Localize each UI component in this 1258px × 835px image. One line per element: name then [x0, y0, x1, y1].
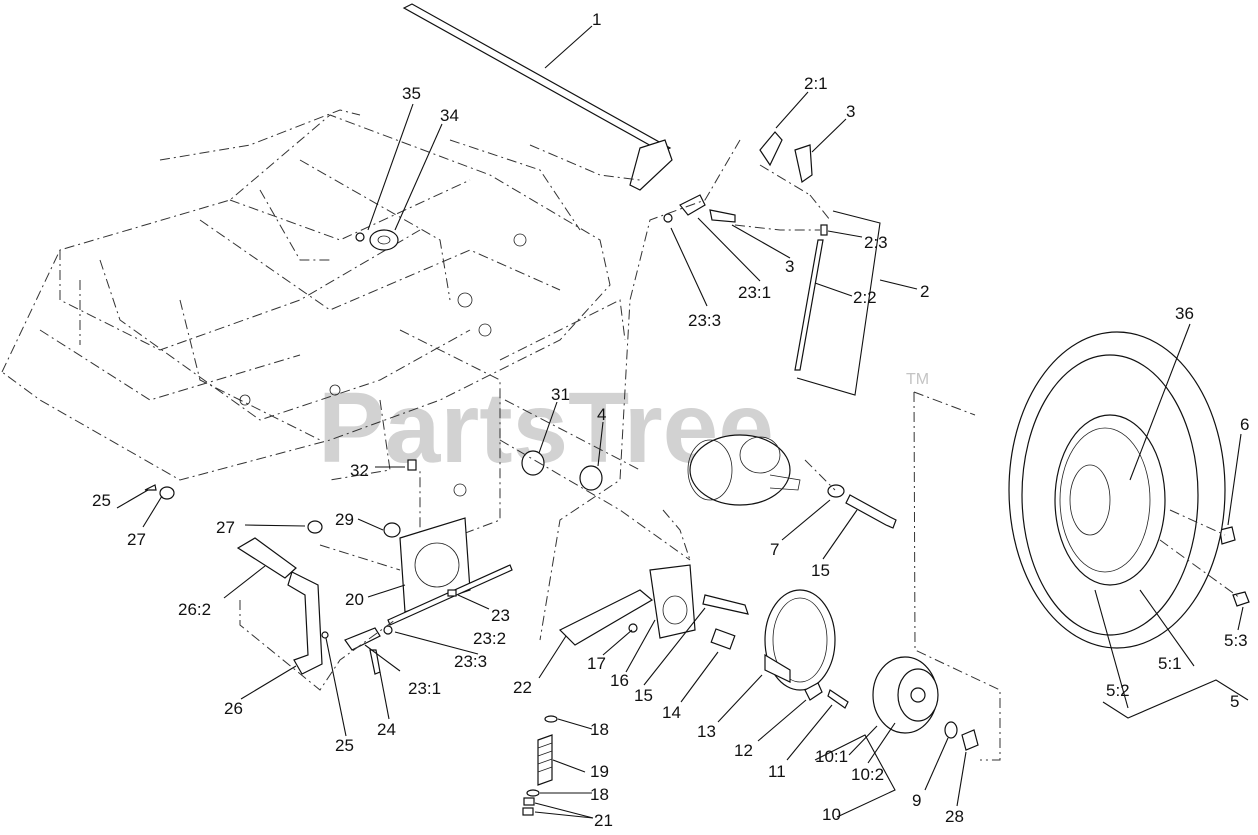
- part-transmission: [687, 434, 801, 506]
- part-bolt-15-lower: [702, 594, 749, 615]
- callout-labels: 1 2:1 3 2:3 3 2:2 2 23:1 23:3 35 34 36 3…: [92, 10, 1249, 830]
- part-brake-lever-26: [236, 537, 329, 675]
- callout-31: 31: [551, 385, 570, 404]
- part-yoke-lower: [344, 625, 393, 675]
- callout-23-2: 23:2: [473, 629, 506, 648]
- part-fastener-25-27: [144, 484, 323, 534]
- part-rod-2: [794, 224, 828, 371]
- leader-lines: [116, 25, 1249, 819]
- callout-2-1: 2:1: [804, 74, 828, 93]
- callout-4: 4: [597, 405, 606, 424]
- callout-27a: 27: [127, 530, 146, 549]
- callout-23-1a: 23:1: [738, 283, 771, 302]
- callout-3a: 3: [846, 102, 855, 121]
- callout-26-2: 26:2: [178, 600, 211, 619]
- part-yoke-upper: [759, 131, 813, 184]
- callout-15b: 15: [634, 686, 653, 705]
- callout-5-2: 5:2: [1106, 681, 1130, 700]
- callout-9: 9: [912, 791, 921, 810]
- part-plate-20: [399, 517, 471, 613]
- callout-14: 14: [662, 703, 681, 722]
- callout-23-1b: 23:1: [408, 679, 441, 698]
- callout-10-2: 10:2: [851, 765, 884, 784]
- part-spring-19: [522, 715, 558, 816]
- callout-24: 24: [377, 720, 396, 739]
- part-bolt-15: [827, 484, 897, 529]
- callout-36: 36: [1175, 304, 1194, 323]
- callout-2-3: 2:3: [864, 233, 888, 252]
- callout-5-3: 5:3: [1224, 631, 1248, 650]
- callout-23: 23: [491, 606, 510, 625]
- part-bracket-12: [804, 682, 849, 709]
- callout-1: 1: [592, 10, 601, 29]
- callout-21: 21: [594, 811, 613, 830]
- part-spacer-14: [710, 628, 736, 650]
- callout-32: 32: [350, 461, 369, 480]
- callout-15a: 15: [811, 561, 830, 580]
- callout-26: 26: [224, 699, 243, 718]
- callout-19: 19: [590, 762, 609, 781]
- part-bushing-31: [521, 450, 603, 491]
- callout-29: 29: [335, 510, 354, 529]
- callout-34: 34: [440, 106, 459, 125]
- callout-17: 17: [587, 654, 606, 673]
- callout-23-3a: 23:3: [688, 311, 721, 330]
- callout-12: 12: [734, 741, 753, 760]
- watermark-tm: TM: [906, 371, 929, 388]
- callout-2: 2: [920, 282, 929, 301]
- part-rod-23: [387, 564, 513, 626]
- callout-23-3b: 23:3: [454, 652, 487, 671]
- callout-25b: 25: [335, 736, 354, 755]
- frame-assembly: [1, 109, 626, 551]
- part-nut-28: [944, 721, 979, 751]
- callout-10-1: 10:1: [815, 747, 848, 766]
- callout-13: 13: [697, 722, 716, 741]
- callout-27b: 27: [216, 518, 235, 537]
- part-yoke-middle: [663, 194, 736, 223]
- part-bolt-32: [383, 459, 417, 538]
- callout-18b: 18: [590, 785, 609, 804]
- part-brake-arm-16: [558, 564, 696, 646]
- part-brake-hub-10: [872, 656, 939, 734]
- callout-7: 7: [770, 540, 779, 559]
- part-wheel-nut-6: [1219, 526, 1250, 607]
- callout-35: 35: [402, 84, 421, 103]
- callout-11: 11: [768, 762, 786, 781]
- part-brake-band-13: [764, 589, 836, 691]
- callout-25a: 25: [92, 491, 111, 510]
- callout-18a: 18: [590, 720, 609, 739]
- part-bearing-34: [355, 229, 399, 251]
- part-rod-1: [402, 3, 673, 191]
- callout-2-2: 2:2: [853, 288, 877, 307]
- callout-28: 28: [945, 807, 964, 826]
- part-tire-5: [1008, 331, 1226, 649]
- callout-5-1: 5:1: [1158, 654, 1182, 673]
- callout-10: 10: [822, 805, 841, 824]
- callout-20: 20: [345, 590, 364, 609]
- callout-22: 22: [513, 678, 532, 697]
- callout-5: 5: [1230, 692, 1239, 711]
- assembly-lines: [239, 139, 1241, 761]
- callout-6: 6: [1240, 415, 1249, 434]
- callout-3b: 3: [785, 257, 794, 276]
- callout-16: 16: [610, 671, 629, 690]
